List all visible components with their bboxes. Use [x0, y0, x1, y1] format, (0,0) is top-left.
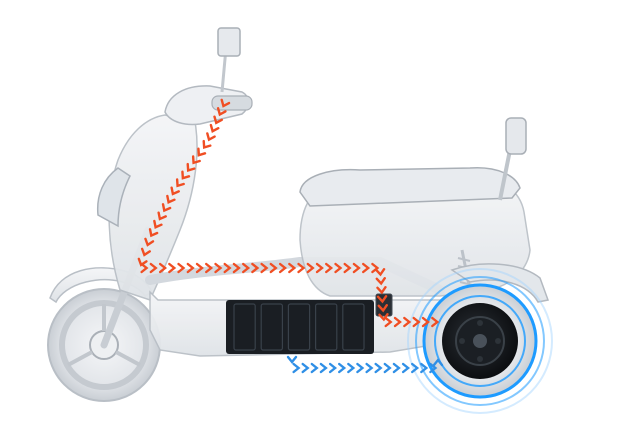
frame-rail [145, 257, 445, 295]
flow-arrow [334, 262, 343, 274]
flow-arrow [278, 262, 288, 274]
flow-arrow [377, 304, 388, 313]
battery-cell [342, 303, 365, 351]
battery-pack [226, 300, 374, 354]
flow-arrow [213, 115, 224, 125]
flow-arrow [140, 262, 149, 274]
flow-arrow [186, 162, 196, 173]
flow-arrow [232, 262, 241, 274]
flow-arrow [371, 262, 380, 274]
flow-arrow [383, 362, 392, 374]
flow-arrow [412, 316, 421, 328]
flow-arrow [421, 316, 430, 328]
control-flow-path [137, 98, 440, 328]
flow-arrow [297, 262, 306, 274]
flow-arrow [343, 262, 352, 274]
battery-cell [287, 303, 311, 351]
flow-arrow [158, 262, 168, 274]
flow-arrow [197, 147, 207, 157]
flow-arrow [209, 123, 220, 134]
flow-arrow [166, 194, 176, 204]
flow-arrow [403, 316, 412, 328]
flow-arrow [260, 262, 269, 274]
flow-arrow [223, 262, 232, 274]
flow-arrow [241, 262, 251, 274]
flow-arrow [202, 139, 212, 150]
flow-arrow [195, 262, 204, 274]
flow-arrow [328, 362, 338, 374]
headlight [96, 167, 131, 228]
seat [299, 167, 521, 207]
flow-arrow [374, 268, 386, 277]
flow-arrow [204, 262, 214, 274]
flow-arrow [181, 170, 191, 180]
flow-arrow [356, 362, 365, 374]
flow-arrow [384, 316, 393, 328]
flow-arrow [315, 262, 324, 274]
flow-arrow [214, 262, 223, 274]
flow-arrow [431, 316, 440, 328]
mirror-icon [217, 27, 241, 57]
flow-arrow [206, 132, 216, 142]
rear-wheel [407, 268, 553, 414]
battery-cell [233, 303, 256, 351]
flow-arrow [325, 262, 334, 274]
power-flow-path [286, 355, 444, 374]
battery-cells [233, 303, 365, 351]
flow-arrow [161, 203, 172, 213]
flow-arrow [286, 355, 298, 364]
flow-arrow [432, 358, 444, 367]
flow-arrow [392, 362, 401, 374]
flow-arrow [338, 362, 347, 374]
flow-arrow [144, 237, 155, 247]
flow-arrow [269, 262, 278, 274]
flow-arrow [378, 313, 389, 322]
flow-arrow [362, 262, 371, 274]
flow-arrow [306, 262, 315, 274]
flow-arrow [347, 362, 356, 374]
handlebar [164, 27, 253, 126]
flow-arrow [292, 362, 301, 374]
flow-arrow [170, 186, 180, 196]
flow-arrow [401, 362, 411, 374]
rear-fender [450, 263, 550, 303]
flow-arrow [220, 98, 231, 108]
flow-arrow [374, 362, 383, 374]
flow-arrow [175, 178, 185, 188]
flow-arrow [376, 286, 387, 295]
flow-arrow [148, 228, 159, 238]
flow-arrow [301, 362, 310, 374]
flow-arrow [288, 262, 297, 274]
flow-arrow [153, 219, 163, 229]
flow-arrow [186, 262, 195, 274]
flow-arrow [420, 362, 429, 374]
flow-arrow [365, 362, 374, 374]
backrest [498, 117, 527, 201]
battery-cell [315, 303, 338, 351]
flow-arrow [140, 247, 151, 257]
flow-arrow [310, 362, 319, 374]
battery-cell [260, 303, 284, 351]
flow-arrow [168, 262, 177, 274]
flow-arrow [393, 316, 402, 328]
flow-arrow [429, 362, 438, 374]
flow-arrow [319, 362, 328, 374]
flow-arrow [157, 211, 167, 221]
flow-arrow [251, 262, 260, 274]
flow-arrow [352, 262, 361, 274]
flow-arrow [376, 295, 388, 304]
flow-arrow [149, 262, 158, 274]
flow-arrow [375, 277, 386, 286]
flow-arrow [216, 107, 227, 117]
flow-arrow [411, 362, 420, 374]
flow-arrow [177, 262, 186, 274]
flow-arrow [191, 155, 201, 165]
